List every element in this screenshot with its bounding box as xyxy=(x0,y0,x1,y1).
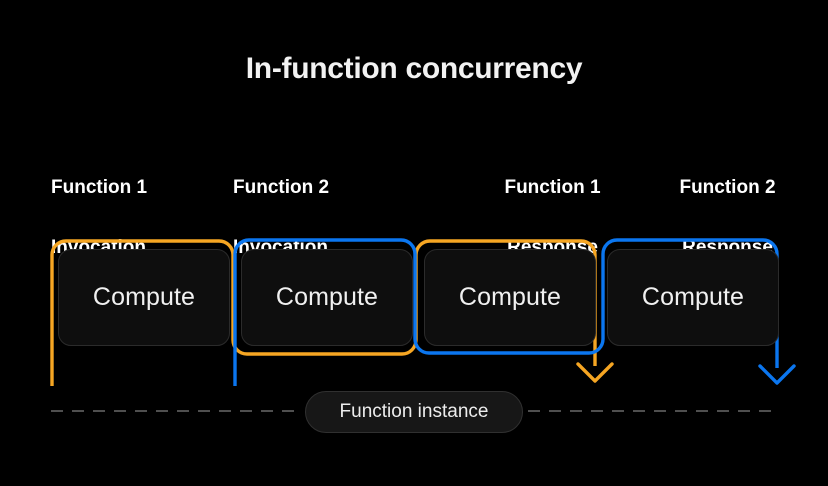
function-2-arrowhead xyxy=(758,364,796,385)
compute-box-label: Compute xyxy=(275,283,379,311)
caption-line-1: Function 1 xyxy=(504,177,601,198)
compute-box-2[interactable]: Compute xyxy=(241,249,413,346)
compute-box-1[interactable]: Compute xyxy=(58,249,230,346)
function-1-arrowhead xyxy=(576,362,614,383)
compute-box-label: Compute xyxy=(92,283,196,311)
caption-line-1: Function 1 xyxy=(51,177,148,198)
function-2-track-path xyxy=(233,238,779,386)
caption-line-1: Function 2 xyxy=(233,177,330,198)
compute-box-label: Compute xyxy=(458,283,562,311)
compute-box-label: Compute xyxy=(641,283,745,311)
caption-line-1: Function 2 xyxy=(679,177,776,198)
function-instance-pill: Function instance xyxy=(305,391,523,433)
function-instance-label: Function instance xyxy=(339,401,489,422)
compute-box-3[interactable]: Compute xyxy=(424,249,596,346)
function-1-track-path xyxy=(50,239,597,386)
page-title: In-function concurrency xyxy=(245,52,583,85)
compute-box-4[interactable]: Compute xyxy=(607,249,779,346)
